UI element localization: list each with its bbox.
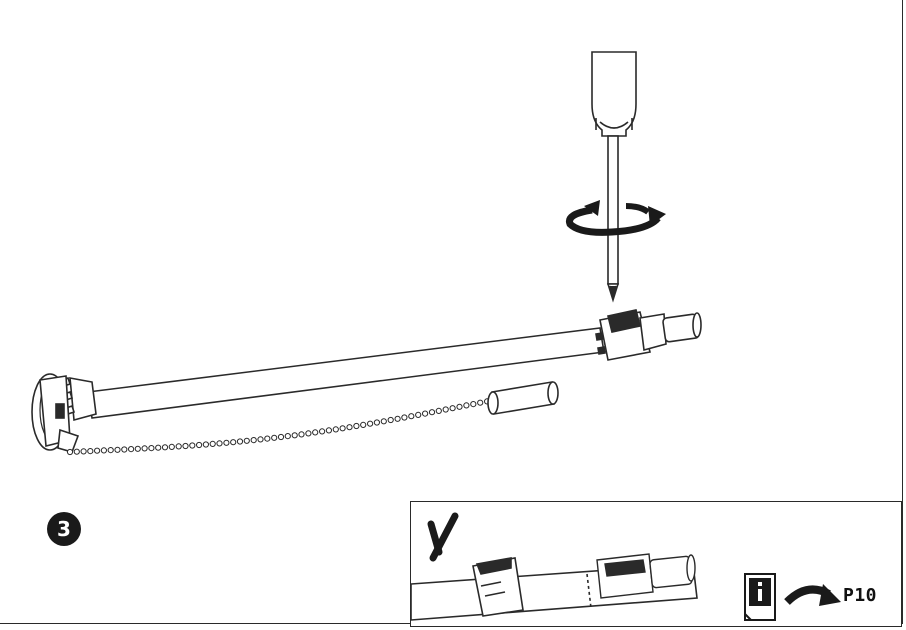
- chain-bead: [380, 418, 387, 425]
- step-number-badge: 3: [47, 512, 81, 546]
- chain-bead: [360, 421, 367, 428]
- inset-end-fitting: [596, 553, 696, 599]
- chain-bead: [353, 422, 360, 430]
- chain-bead: [456, 403, 463, 410]
- page-reference: P10: [843, 585, 878, 606]
- end-fitting: [595, 309, 702, 361]
- chain-bead: [463, 402, 470, 409]
- chain-bead: [332, 426, 339, 433]
- chain-bead: [428, 409, 436, 416]
- chain-bead: [66, 448, 74, 456]
- chain-bead: [442, 406, 449, 413]
- chain-bead: [415, 411, 422, 418]
- chain-bead: [319, 428, 326, 435]
- chain-bead: [114, 446, 121, 453]
- chain-bead: [408, 413, 415, 420]
- chain-bead: [305, 430, 312, 437]
- chain-bead: [277, 433, 285, 441]
- chain-bead: [141, 445, 148, 452]
- chain-bead: [196, 441, 203, 449]
- chain-bead: [182, 442, 189, 450]
- chain-bead: [134, 445, 141, 452]
- step-number: 3: [57, 517, 71, 541]
- bead-chain: [66, 396, 498, 456]
- chain-bead: [325, 427, 332, 434]
- chain-bead: [73, 448, 80, 455]
- screwdriver-icon: [591, 51, 637, 303]
- chain-bead: [80, 448, 87, 455]
- chain-bead: [470, 401, 477, 408]
- chain-bead: [100, 447, 108, 454]
- chain-bead: [189, 442, 196, 449]
- chain-bead: [394, 415, 401, 422]
- chain-bead: [298, 431, 305, 438]
- chain-bead: [94, 447, 101, 454]
- chain-bead: [291, 432, 298, 439]
- chain-bead: [175, 443, 182, 450]
- chain-bead: [373, 419, 380, 426]
- chain-bead: [121, 446, 128, 453]
- chain-bead: [339, 425, 346, 432]
- chain-bead: [128, 446, 135, 453]
- chain-bead: [346, 424, 353, 431]
- chain-bead: [401, 414, 408, 421]
- chain-bead: [230, 439, 237, 446]
- chain-bead: [422, 410, 429, 417]
- chain-bead: [148, 445, 155, 452]
- chain-bead: [168, 443, 175, 450]
- inset-illustration: [411, 512, 841, 621]
- chain-control-unit: [31, 373, 97, 453]
- chain-bead: [477, 399, 484, 406]
- rotate-arrow-icon: [566, 200, 666, 236]
- inset-end-fitting-wrong: [472, 557, 524, 617]
- chain-bead: [312, 429, 319, 436]
- chain-bead: [271, 434, 278, 441]
- chain-bead: [236, 438, 244, 445]
- cross-mark-icon: [427, 512, 459, 562]
- chain-bead: [367, 420, 374, 427]
- curved-arrow-icon: [784, 584, 841, 606]
- chain-bead: [257, 436, 264, 443]
- incorrect-assembly-inset: P10: [410, 501, 902, 627]
- chain-bead: [250, 437, 257, 444]
- chain-weight: [487, 381, 559, 415]
- chain-bead: [161, 444, 169, 451]
- chain-bead: [202, 441, 209, 448]
- chain-bead: [107, 447, 114, 454]
- chain-bead: [223, 439, 230, 446]
- chain-bead: [216, 440, 223, 447]
- chain-bead: [284, 433, 291, 440]
- chain-bead: [87, 448, 94, 455]
- chain-bead: [243, 437, 250, 444]
- chain-bead: [449, 405, 456, 412]
- chain-bead: [387, 416, 394, 424]
- info-manual-icon: [744, 573, 776, 621]
- chain-bead: [264, 435, 271, 442]
- chain-bead: [435, 407, 442, 414]
- chain-bead: [209, 440, 216, 447]
- chain-bead: [155, 444, 162, 451]
